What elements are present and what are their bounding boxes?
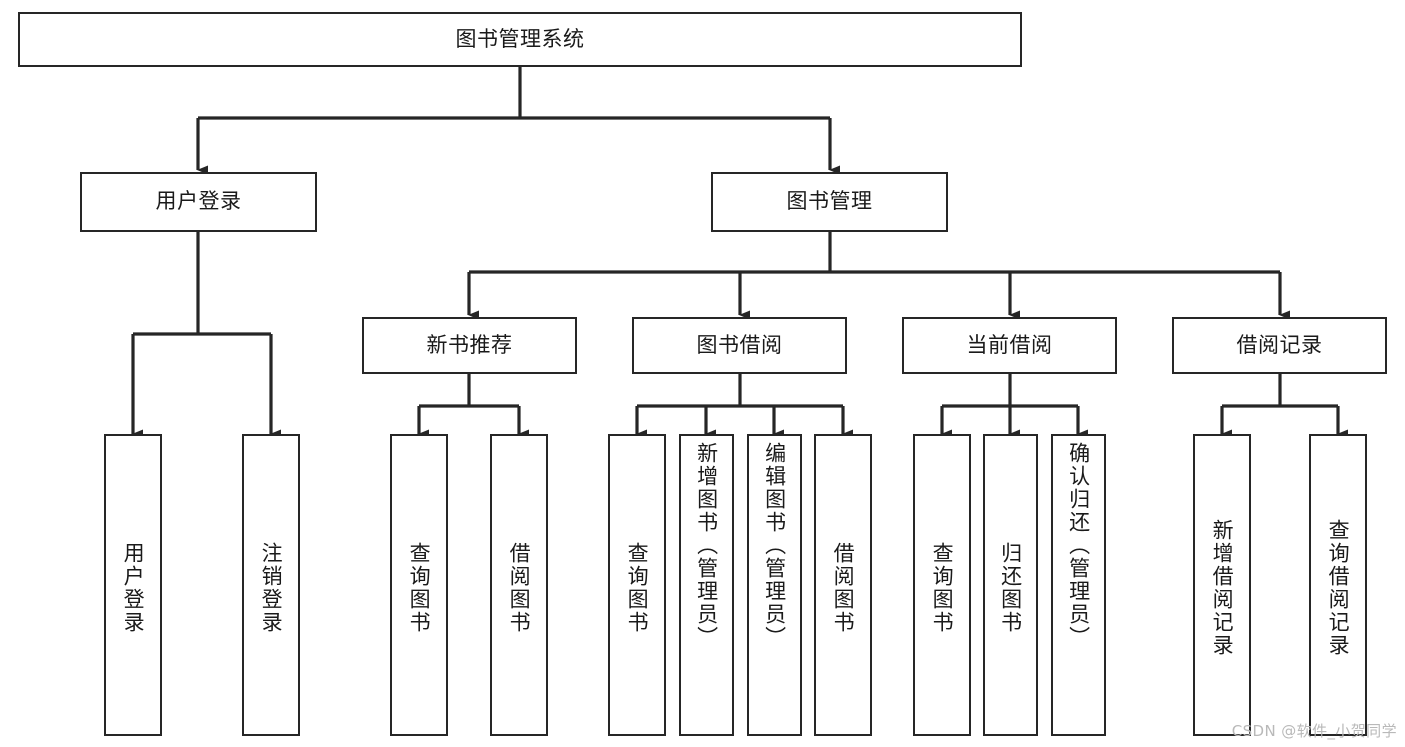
leaf-add-record[interactable]: 新增借阅记录 bbox=[1193, 434, 1251, 736]
node-root-label: 图书管理系统 bbox=[455, 26, 585, 51]
node-new-book-recommend[interactable]: 新书推荐 bbox=[362, 317, 577, 374]
leaf-query-book-1-label: 查询图书 bbox=[407, 542, 432, 634]
leaf-borrow-book-1[interactable]: 借阅图书 bbox=[490, 434, 548, 736]
leaf-confirm-return[interactable]: 确认归还（管理员） bbox=[1051, 434, 1106, 736]
leaf-query-book-1[interactable]: 查询图书 bbox=[390, 434, 448, 736]
node-borrow-record[interactable]: 借阅记录 bbox=[1172, 317, 1387, 374]
node-new-book-recommend-label: 新书推荐 bbox=[426, 332, 513, 357]
leaf-logout-label: 注销登录 bbox=[259, 542, 284, 634]
node-book-borrow[interactable]: 图书借阅 bbox=[632, 317, 847, 374]
node-root[interactable]: 图书管理系统 bbox=[18, 12, 1022, 67]
leaf-logout[interactable]: 注销登录 bbox=[242, 434, 300, 736]
leaf-borrow-book-1-label: 借阅图书 bbox=[507, 542, 532, 634]
node-book-management-label: 图书管理 bbox=[786, 189, 873, 214]
csdn-watermark: CSDN @软件_小贺同学 bbox=[1231, 722, 1397, 740]
node-borrow-record-label: 借阅记录 bbox=[1236, 332, 1323, 357]
leaf-borrow-book-2[interactable]: 借阅图书 bbox=[814, 434, 872, 736]
node-current-borrow[interactable]: 当前借阅 bbox=[902, 317, 1117, 374]
leaf-edit-book-label: 编辑图书（管理员） bbox=[762, 442, 787, 649]
leaf-query-book-3-label: 查询图书 bbox=[930, 542, 955, 634]
leaf-query-book-2[interactable]: 查询图书 bbox=[608, 434, 666, 736]
leaf-edit-book[interactable]: 编辑图书（管理员） bbox=[747, 434, 802, 736]
leaf-add-book[interactable]: 新增图书（管理员） bbox=[679, 434, 734, 736]
node-user-login-label: 用户登录 bbox=[155, 189, 242, 214]
node-book-borrow-label: 图书借阅 bbox=[696, 332, 783, 357]
leaf-borrow-book-2-label: 借阅图书 bbox=[831, 542, 856, 634]
leaf-return-book-label: 归还图书 bbox=[998, 542, 1023, 634]
leaf-query-record[interactable]: 查询借阅记录 bbox=[1309, 434, 1367, 736]
leaf-query-record-label: 查询借阅记录 bbox=[1326, 519, 1351, 657]
leaf-user-login-label: 用户登录 bbox=[121, 542, 146, 634]
leaf-add-book-label: 新增图书（管理员） bbox=[694, 442, 719, 649]
node-book-management[interactable]: 图书管理 bbox=[711, 172, 948, 232]
leaf-add-record-label: 新增借阅记录 bbox=[1210, 519, 1235, 657]
leaf-return-book[interactable]: 归还图书 bbox=[983, 434, 1038, 736]
leaf-user-login[interactable]: 用户登录 bbox=[104, 434, 162, 736]
leaf-query-book-3[interactable]: 查询图书 bbox=[913, 434, 971, 736]
leaf-query-book-2-label: 查询图书 bbox=[625, 542, 650, 634]
node-current-borrow-label: 当前借阅 bbox=[966, 332, 1053, 357]
leaf-confirm-return-label: 确认归还（管理员） bbox=[1066, 442, 1091, 649]
node-user-login[interactable]: 用户登录 bbox=[80, 172, 317, 232]
